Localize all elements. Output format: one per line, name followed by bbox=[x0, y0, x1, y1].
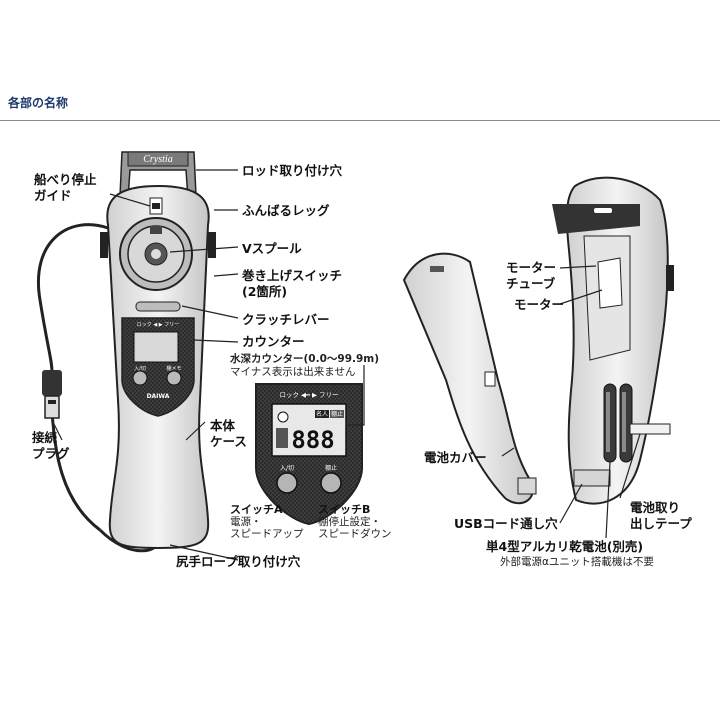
reel-up-switch-label-2: (2箇所) bbox=[242, 284, 288, 299]
panel-zoom bbox=[255, 383, 363, 526]
switch-a-desc-1: 電源・ bbox=[230, 516, 262, 528]
panel-btn-a-label: 入/切 bbox=[280, 465, 294, 472]
switch-a-desc-2: スピードアップ bbox=[230, 528, 304, 540]
main-body bbox=[100, 151, 216, 550]
motor-tube-label-2: チューブ bbox=[506, 276, 556, 291]
panel-lock-free: ロック ◀━ ▶ フリー bbox=[279, 391, 338, 399]
panel-display-value: 888 bbox=[291, 426, 334, 454]
rod-mount-hole-label: ロッド取り付け穴 bbox=[242, 163, 343, 178]
small-lock-free: ロック ◀ ▶ フリー bbox=[137, 322, 179, 328]
motor-tube-label-1: モーター bbox=[506, 260, 557, 275]
panel-btn-b-label: 棚止 bbox=[325, 464, 337, 472]
battery-cover bbox=[402, 252, 537, 505]
usb-hole-label: USBコード通し穴 bbox=[454, 516, 558, 531]
small-btn-b-label: 棚メモ bbox=[166, 365, 181, 372]
leader-lines bbox=[51, 169, 641, 561]
header-divider bbox=[0, 120, 720, 121]
battery-note: 外部電源αユニット搭載機は不要 bbox=[500, 556, 654, 568]
battery-label: 単4型アルカリ乾電池(別売) bbox=[486, 539, 644, 554]
section-title: 各部の名称 bbox=[8, 96, 69, 110]
connect-plug-label-1: 接続 bbox=[32, 430, 58, 445]
panel-tab-stop: 棚止 bbox=[331, 410, 343, 418]
clutch-lever-label: クラッチレバー bbox=[242, 312, 330, 327]
depth-counter-note: マイナス表示は出来ません bbox=[230, 366, 356, 378]
reel-up-switch-label-1: 巻き上げスイッチ bbox=[242, 268, 343, 283]
body-case-label-2: ケース bbox=[210, 434, 247, 449]
connect-plug bbox=[42, 370, 62, 419]
tail-rope-hole-label: 尻手ロープ取り付け穴 bbox=[176, 554, 301, 569]
panel-tab-name: 名人 bbox=[316, 410, 328, 418]
battery-tape-label-1: 電池取り bbox=[630, 500, 681, 515]
battery-cover-label: 電池カバー bbox=[424, 450, 487, 465]
switch-b-label: スイッチB bbox=[318, 503, 371, 516]
funbaru-leg-label: ふんばるレッグ bbox=[242, 203, 330, 218]
switch-b-desc-1: 棚停止設定・ bbox=[318, 516, 381, 528]
connect-plug-label-2: プラグ bbox=[32, 446, 70, 461]
switch-a-label: スイッチA bbox=[230, 503, 283, 516]
small-btn-a-label: 入/切 bbox=[134, 365, 146, 372]
v-spool-label: Vスプール bbox=[242, 241, 302, 256]
motor-label: モーター bbox=[514, 297, 565, 312]
boat-edge-guide-label-2: ガイド bbox=[34, 188, 72, 203]
switch-b-desc-2: スピードダウン bbox=[318, 528, 392, 540]
rear-case bbox=[552, 176, 674, 505]
maker-logo: DAIWA bbox=[147, 393, 170, 400]
battery-tape-label-2: 出しテープ bbox=[630, 516, 692, 531]
counter-label: カウンター bbox=[242, 334, 305, 349]
brand-logo: Crystia bbox=[143, 154, 172, 165]
body-case-label-1: 本体 bbox=[210, 418, 236, 433]
depth-counter-label: 水深カウンター(0.0〜99.9m) bbox=[230, 353, 380, 365]
boat-edge-guide-label-1: 船べり停止 bbox=[34, 172, 97, 187]
